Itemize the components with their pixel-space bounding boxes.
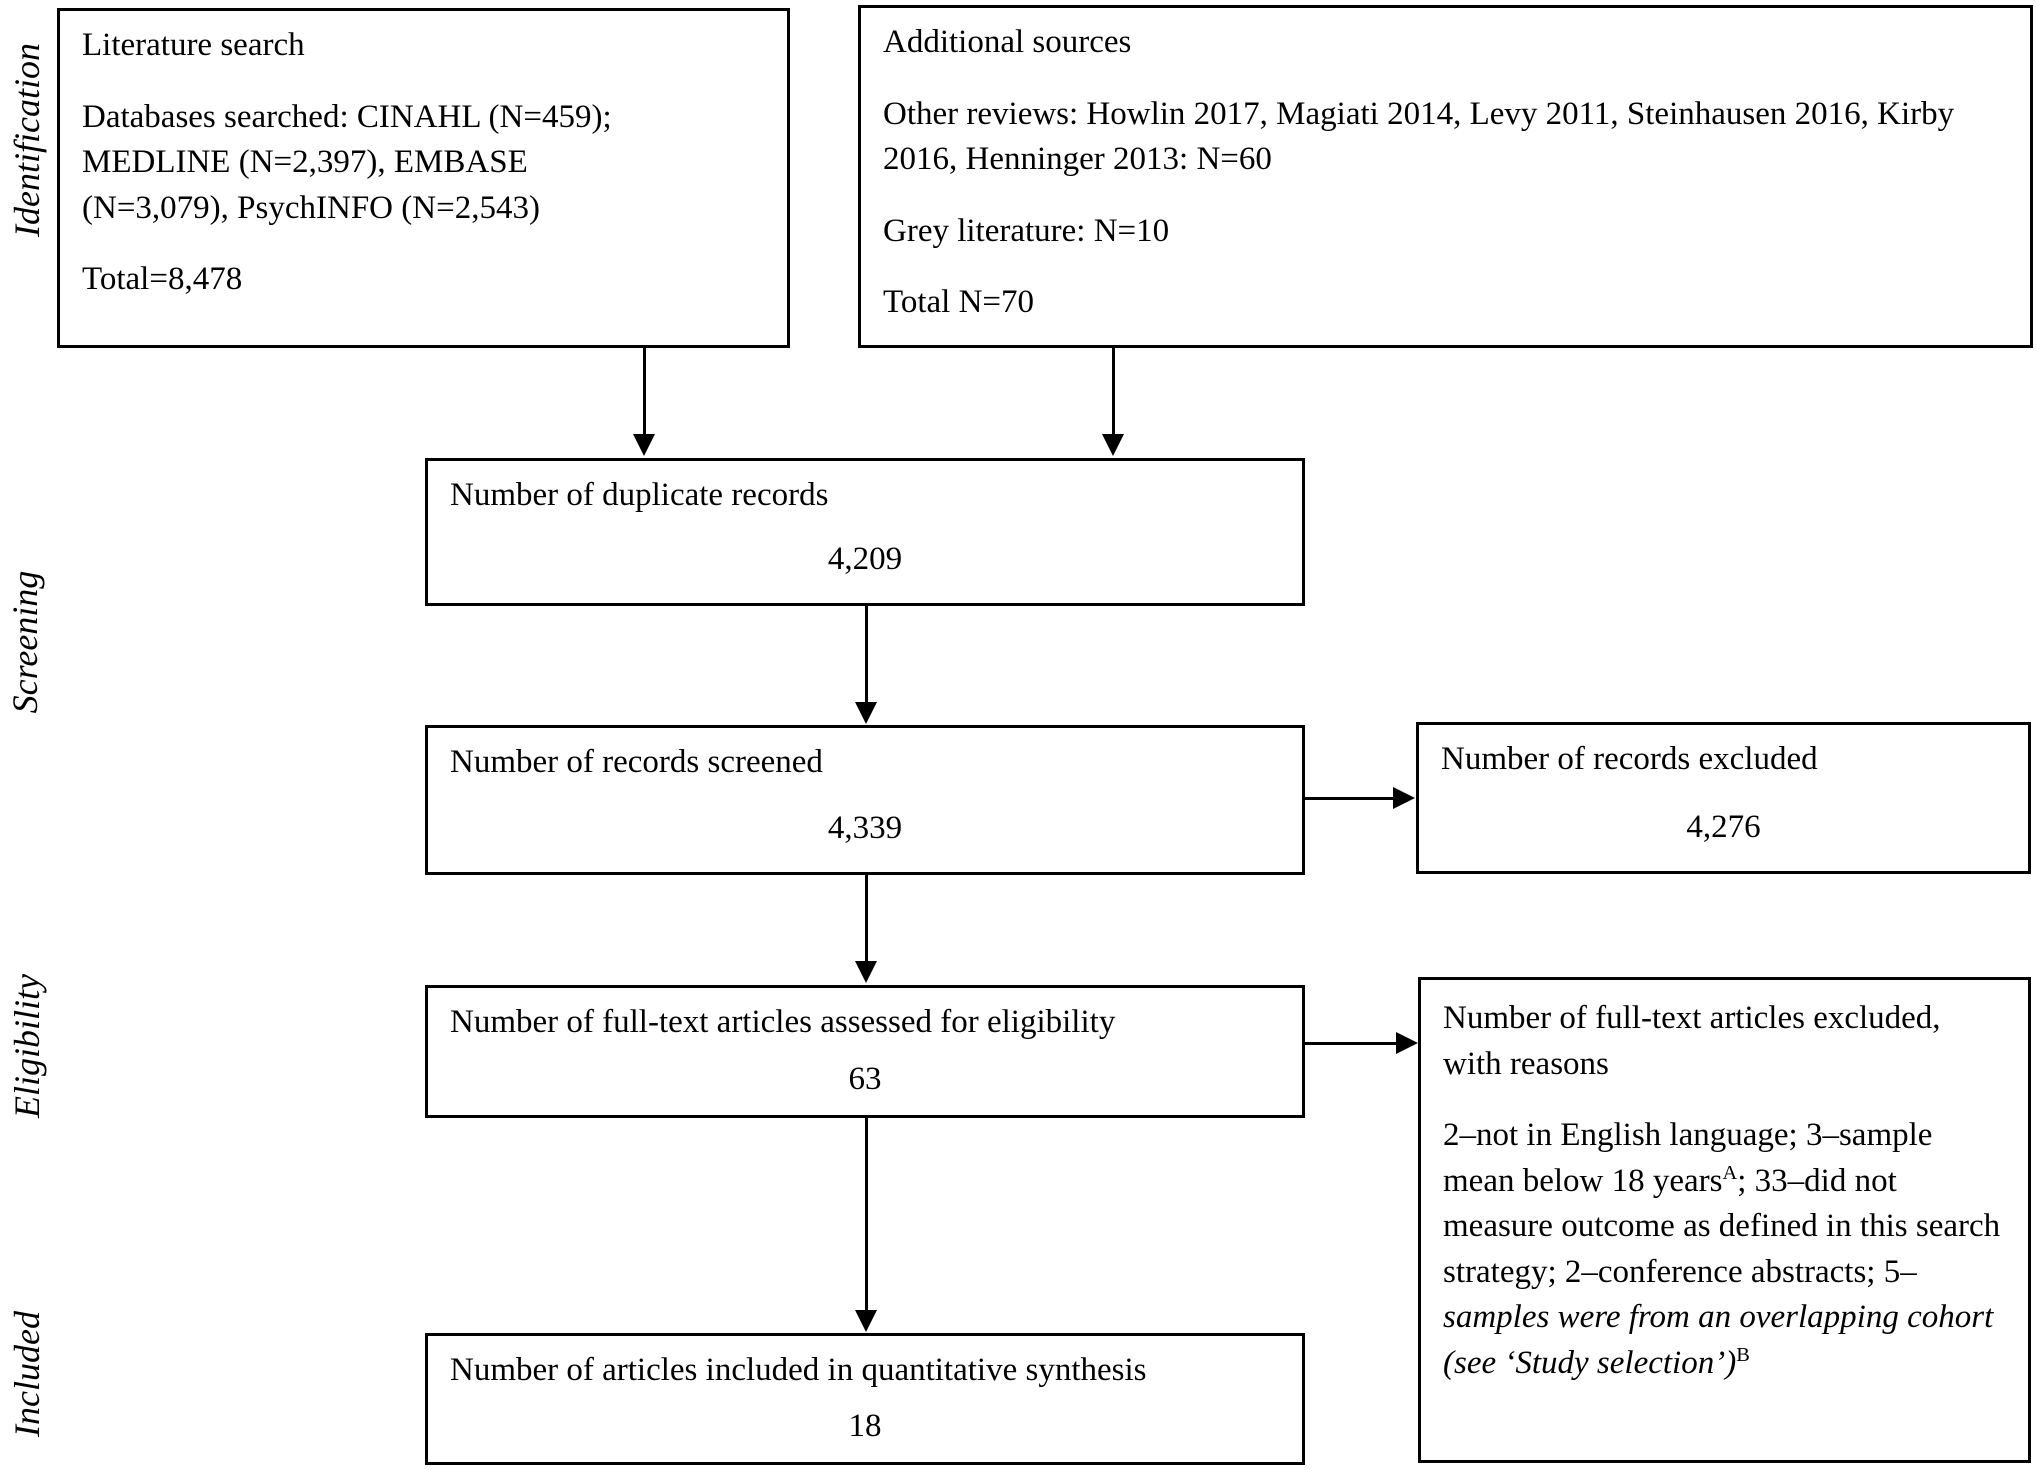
stage-label-identification: Identification	[7, 43, 48, 237]
literature-search-databases: Databases searched: CINAHL (N=459); MEDL…	[82, 98, 612, 226]
arrow-literature-to-duplicates	[633, 348, 655, 456]
records-excluded-box: Number of records excluded 4,276	[1416, 722, 2031, 874]
arrow-shaft	[864, 606, 868, 702]
additional-sources-grey-literature: Grey literature: N=10	[883, 212, 1170, 249]
arrow-shaft	[1305, 1041, 1396, 1045]
included-synthesis-count: 18	[848, 1408, 882, 1445]
records-excluded-title: Number of records excluded	[1441, 741, 1818, 777]
arrowhead-down-icon	[855, 1310, 877, 1332]
arrowhead-down-icon	[855, 702, 877, 724]
arrow-shaft	[864, 1118, 868, 1310]
included-synthesis-title: Number of articles included in quantitat…	[450, 1352, 1147, 1388]
records-screened-box: Number of records screened 4,339	[425, 725, 1305, 875]
fulltext-assessed-title: Number of full-text articles assessed fo…	[450, 1004, 1116, 1040]
fulltext-excluded-box: Number of full-text articles excluded, w…	[1418, 977, 2031, 1463]
reasons-part1: 2–not in English language; 3–sample mean…	[1443, 1117, 1933, 1199]
arrow-fulltext-to-included	[855, 1118, 877, 1332]
arrowhead-right-icon	[1393, 787, 1415, 809]
additional-sources-box: Additional sources Other reviews: Howlin…	[858, 5, 2033, 348]
fulltext-assessed-box: Number of full-text articles assessed fo…	[425, 985, 1305, 1118]
literature-search-box: Literature search Databases searched: CI…	[57, 8, 790, 348]
arrow-additional-to-duplicates	[1102, 348, 1124, 456]
fulltext-assessed-count: 63	[848, 1061, 882, 1098]
stage-label-eligibility: Eligibility	[7, 974, 48, 1118]
fulltext-excluded-title: Number of full-text articles excluded, w…	[1443, 1000, 1941, 1082]
stage-label-screening: Screening	[5, 570, 46, 714]
footnote-marker-b: B	[1736, 1343, 1750, 1366]
fulltext-excluded-reasons: 2–not in English language; 3–sample mean…	[1443, 1113, 2006, 1386]
additional-sources-title: Additional sources	[883, 24, 1132, 60]
arrow-duplicates-to-screened	[855, 606, 877, 724]
arrow-shaft	[1111, 348, 1115, 434]
literature-search-title: Literature search	[82, 27, 305, 63]
arrow-shaft	[864, 875, 868, 961]
duplicate-records-title: Number of duplicate records	[450, 477, 829, 513]
arrow-shaft	[1305, 796, 1393, 800]
arrowhead-right-icon	[1396, 1032, 1418, 1054]
duplicate-records-box: Number of duplicate records 4,209	[425, 458, 1305, 606]
arrow-screened-to-fulltext	[855, 875, 877, 983]
records-excluded-count: 4,276	[1686, 809, 1761, 846]
reasons-italic-segment: samples were from an overlapping cohort …	[1443, 1299, 1994, 1381]
arrow-fulltext-to-excluded	[1305, 1032, 1418, 1054]
arrow-shaft	[642, 348, 646, 434]
literature-search-total: Total=8,478	[82, 261, 243, 298]
arrowhead-down-icon	[1102, 434, 1124, 456]
duplicate-records-count: 4,209	[827, 541, 903, 578]
stage-label-included: Included	[7, 1311, 48, 1437]
arrowhead-down-icon	[633, 434, 655, 456]
included-synthesis-box: Number of articles included in quantitat…	[425, 1333, 1305, 1465]
arrowhead-down-icon	[855, 961, 877, 983]
additional-sources-total: Total N=70	[883, 284, 1035, 321]
footnote-marker-a: A	[1722, 1161, 1738, 1184]
arrow-screened-to-excluded	[1305, 787, 1415, 809]
additional-sources-other-reviews: Other reviews: Howlin 2017, Magiati 2014…	[883, 95, 1955, 178]
records-screened-title: Number of records screened	[450, 744, 823, 780]
reasons-part2: ; 33–did not measure outcome as defined …	[1443, 1162, 2001, 1290]
records-screened-count: 4,339	[827, 810, 903, 847]
